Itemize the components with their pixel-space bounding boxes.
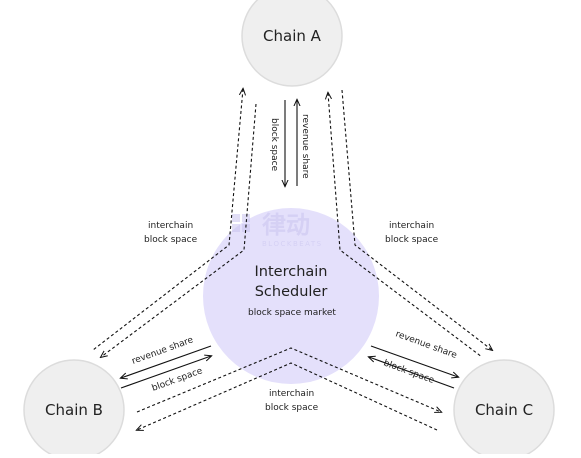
a-right-label-line1: interchain (389, 221, 434, 231)
b-link-lower-label: block space (151, 366, 205, 394)
b-revenue-arrow (121, 345, 212, 378)
scheduler-subtitle: block space market (248, 308, 336, 318)
a-left-label-line2: block space (144, 235, 198, 245)
a-vertical-down-label: block space (269, 118, 279, 172)
a-vertical-up-label: revenue share (300, 114, 310, 179)
chain-c-node: Chain C (453, 359, 555, 458)
chain-a-node: Chain A (241, 0, 343, 87)
chain-b-label: Chain B (45, 401, 103, 419)
chain-c-label: Chain C (475, 401, 533, 419)
c-revenue-arrow (370, 345, 458, 377)
scheduler-title-line1: Interchain (255, 264, 328, 280)
bottom-label-line2: block space (265, 403, 319, 413)
a-right-label-line2: block space (385, 235, 439, 245)
b-blockspace-arrow (120, 356, 211, 389)
watermark-text: BLOCKBEATS (262, 240, 323, 248)
scheduler-circle (203, 208, 379, 384)
a-left-label-line1: interchain (148, 221, 193, 231)
a-b-dashed-path-outer (92, 89, 243, 351)
a-c-dashed-path-inner (328, 93, 483, 358)
b-c-dashed-path-upper (136, 347, 441, 412)
scheduler-title-line2: Scheduler (255, 284, 328, 300)
b-c-dashed-path-lower (137, 362, 438, 430)
chain-b-node: Chain B (23, 359, 125, 458)
bottom-label-line1: interchain (269, 389, 314, 399)
c-link-upper-label: revenue share (394, 329, 459, 361)
watermark-glyphs: 律动 (262, 211, 310, 239)
watermark: 律动 BLOCKBEATS (232, 211, 323, 248)
chain-a-label: Chain A (263, 27, 322, 45)
a-b-dashed-path-inner (101, 103, 257, 357)
b-link-upper-label: revenue share (131, 335, 196, 367)
c-link-lower-label: block space (382, 358, 436, 386)
a-c-dashed-path-outer (341, 89, 492, 350)
watermark-logo-icon (232, 214, 240, 222)
c-blockspace-arrow (369, 357, 455, 389)
